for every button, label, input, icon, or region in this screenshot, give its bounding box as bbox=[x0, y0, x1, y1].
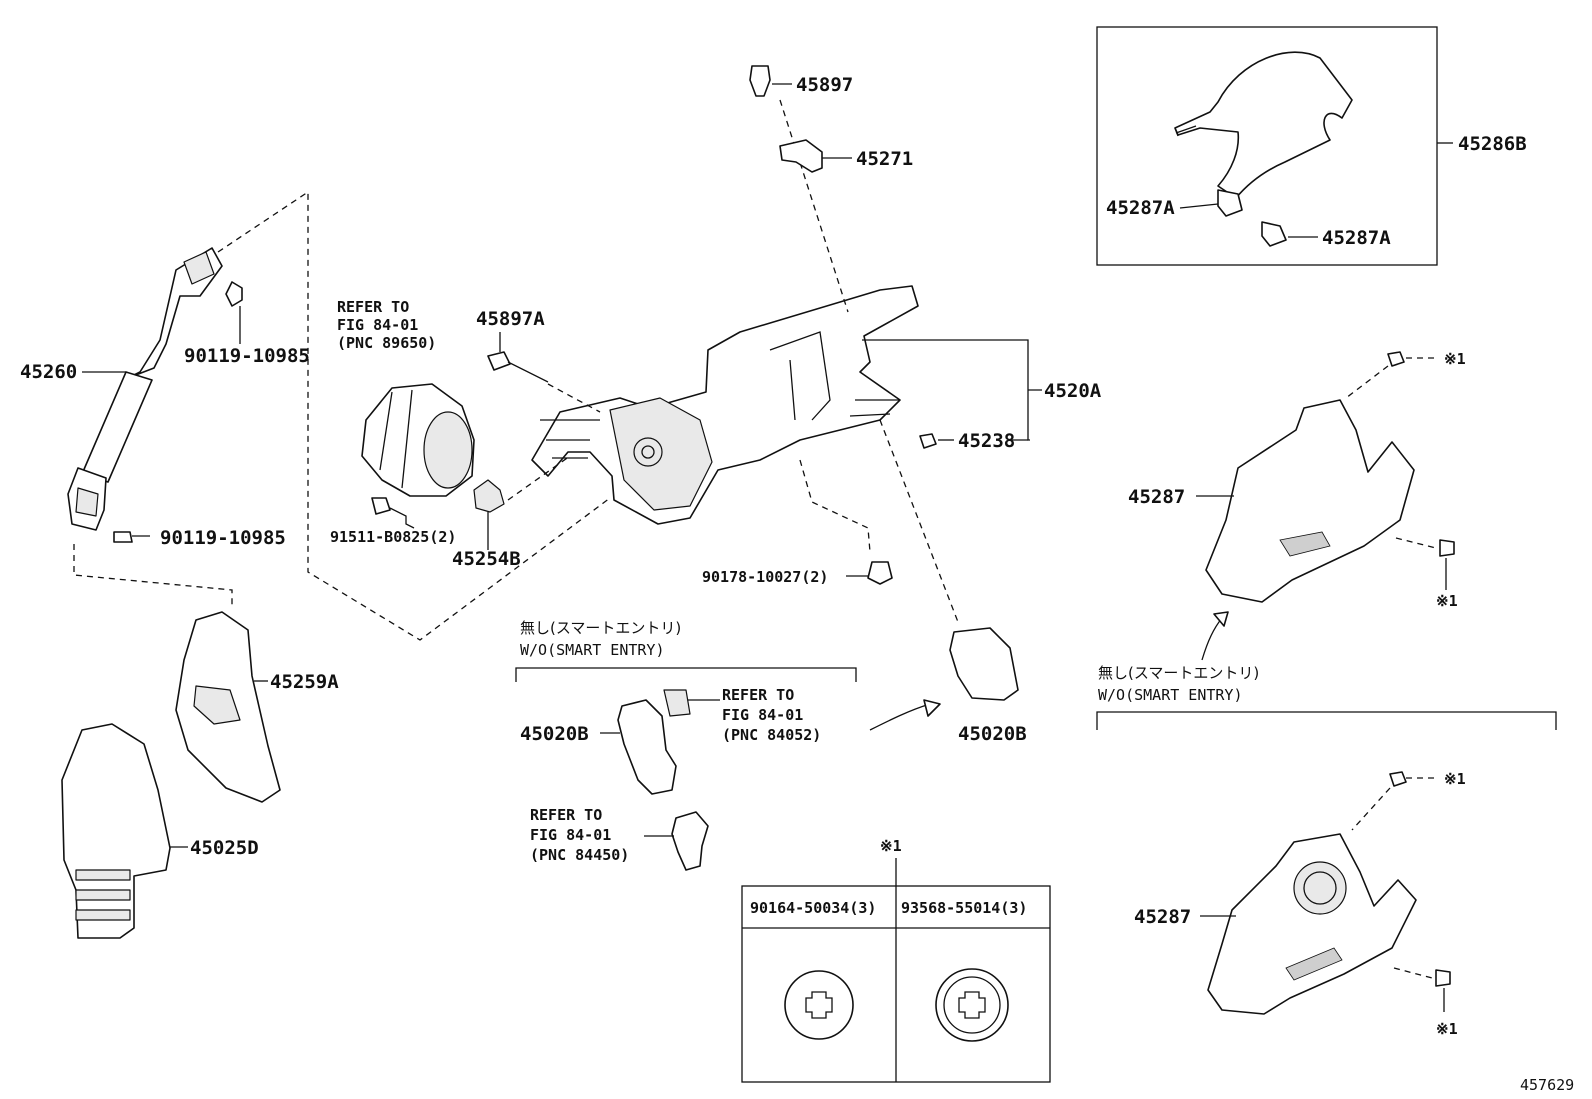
note-wo-en-right: W/O(SMART ENTRY) bbox=[1098, 686, 1243, 704]
fastener-col-1: 90164-50034(3) bbox=[750, 899, 876, 917]
ignition-switch-45020B-right bbox=[949, 627, 1019, 701]
coupling-45254B bbox=[473, 479, 505, 513]
note-wo-jp-right: 無し(スマートエントリ) bbox=[1098, 664, 1259, 682]
ignition-switch-assembly bbox=[617, 699, 677, 795]
mark-1-b: ※1 bbox=[1436, 592, 1458, 610]
lower-column-cover-a bbox=[1205, 399, 1415, 603]
upper-cover-group: 45286B 45287A 45287A bbox=[1096, 26, 1527, 266]
ref-89650-line3: (PNC 89650) bbox=[337, 334, 436, 352]
label-45238: 45238 bbox=[958, 430, 1015, 452]
label-45287-bottom: 45287 bbox=[1134, 906, 1191, 928]
bolt-90119-lower bbox=[113, 531, 133, 543]
bolt-91511 bbox=[371, 497, 391, 515]
ignition-switch-group: 無し(スマートエントリ) W/O(SMART ENTRY) 45020B REF… bbox=[515, 619, 1027, 871]
label-45260: 45260 bbox=[20, 361, 77, 383]
note-wo-en-center: W/O(SMART ENTRY) bbox=[520, 641, 665, 659]
mark-1-c: ※1 bbox=[1444, 770, 1466, 788]
intermediate-shaft-group: 45260 90119-10985 90119-10985 bbox=[20, 190, 611, 641]
fastener-screw-93568 bbox=[935, 968, 1009, 1042]
label-45287-top: 45287 bbox=[1128, 486, 1185, 508]
ref-84052-line1: REFER TO bbox=[722, 686, 794, 704]
label-45897A: 45897A bbox=[476, 308, 545, 330]
ref-84450-line2: FIG 84-01 bbox=[530, 826, 611, 844]
fastener-col-2: 93568-55014(3) bbox=[901, 899, 1027, 917]
ref-89650-line1: REFER TO bbox=[337, 298, 409, 316]
label-91511: 91511-B0825(2) bbox=[330, 528, 456, 546]
label-45259A: 45259A bbox=[270, 671, 339, 693]
mark-1-d: ※1 bbox=[1436, 1020, 1458, 1038]
label-45287A-right: 45287A bbox=[1322, 227, 1391, 249]
ref-84052-line3: (PNC 84052) bbox=[722, 726, 821, 744]
label-90119-lower: 90119-10985 bbox=[160, 527, 286, 549]
label-45287A-left: 45287A bbox=[1106, 197, 1175, 219]
screw-mark-1d bbox=[1435, 969, 1451, 987]
screw-mark-1b bbox=[1439, 539, 1455, 557]
cover-45271 bbox=[779, 139, 823, 173]
ref-84052-line2: FIG 84-01 bbox=[722, 706, 803, 724]
label-45271: 45271 bbox=[856, 148, 913, 170]
label-4520A: 4520A bbox=[1044, 380, 1102, 402]
note-wo-jp-center: 無し(スマートエントリ) bbox=[520, 619, 681, 637]
clip-45238 bbox=[919, 433, 937, 449]
upper-cover-box bbox=[1096, 26, 1438, 266]
column-hole-covers-group: 45259A 45025D bbox=[61, 611, 339, 939]
lower-column-cover-b bbox=[1207, 833, 1417, 1015]
label-45020B-right: 45020B bbox=[958, 723, 1027, 745]
bolt-45897 bbox=[749, 65, 771, 97]
diagram-code: 457629 bbox=[1520, 1076, 1574, 1094]
steering-column-assembly bbox=[531, 285, 919, 525]
bolt-90119-upper bbox=[225, 281, 243, 307]
mark-1-table: ※1 bbox=[880, 837, 902, 855]
ref-84450-line3: (PNC 84450) bbox=[530, 846, 629, 864]
fastener-screw-90164 bbox=[784, 970, 854, 1040]
label-45897: 45897 bbox=[796, 74, 853, 96]
ref-89650-line2: FIG 84-01 bbox=[337, 316, 418, 334]
label-45025D: 45025D bbox=[190, 837, 259, 859]
label-90178: 90178-10027(2) bbox=[702, 568, 828, 586]
label-45020B-left: 45020B bbox=[520, 723, 589, 745]
boot-45025D bbox=[61, 723, 171, 939]
screw-mark-1a bbox=[1387, 351, 1405, 367]
label-45286B: 45286B bbox=[1458, 133, 1527, 155]
lock-bolt-group: 45897 45271 bbox=[749, 65, 913, 173]
transponder-ring bbox=[671, 811, 709, 871]
lower-cover-group-a: ※1 45287 ※1 無し(スマートエントリ) W/O(SMART ENTRY… bbox=[1096, 350, 1557, 730]
fastener-table-group: ※1 90164-50034(3) 93568-55014(3) bbox=[741, 837, 1051, 1083]
upper-column-cover bbox=[1174, 51, 1353, 199]
column-assembly-group: 4520A 45238 45897A 90178-10027(2) bbox=[476, 99, 1102, 623]
clip-45287a-left bbox=[1217, 189, 1243, 217]
motor-ref-group: REFER TO FIG 84-01 (PNC 89650) 91511-B08… bbox=[330, 298, 571, 570]
clip-45287a-right bbox=[1261, 221, 1287, 247]
shaft-tube bbox=[81, 371, 153, 483]
label-90119-upper: 90119-10985 bbox=[184, 345, 310, 367]
lower-cover-group-b: ※1 45287 ※1 bbox=[1134, 770, 1466, 1038]
screw-mark-1c bbox=[1389, 771, 1407, 787]
bolt-45897A bbox=[487, 351, 511, 371]
nut-90178 bbox=[867, 561, 893, 585]
label-45254B: 45254B bbox=[452, 548, 521, 570]
mark-1-a: ※1 bbox=[1444, 350, 1466, 368]
ref-84450-line1: REFER TO bbox=[530, 806, 602, 824]
